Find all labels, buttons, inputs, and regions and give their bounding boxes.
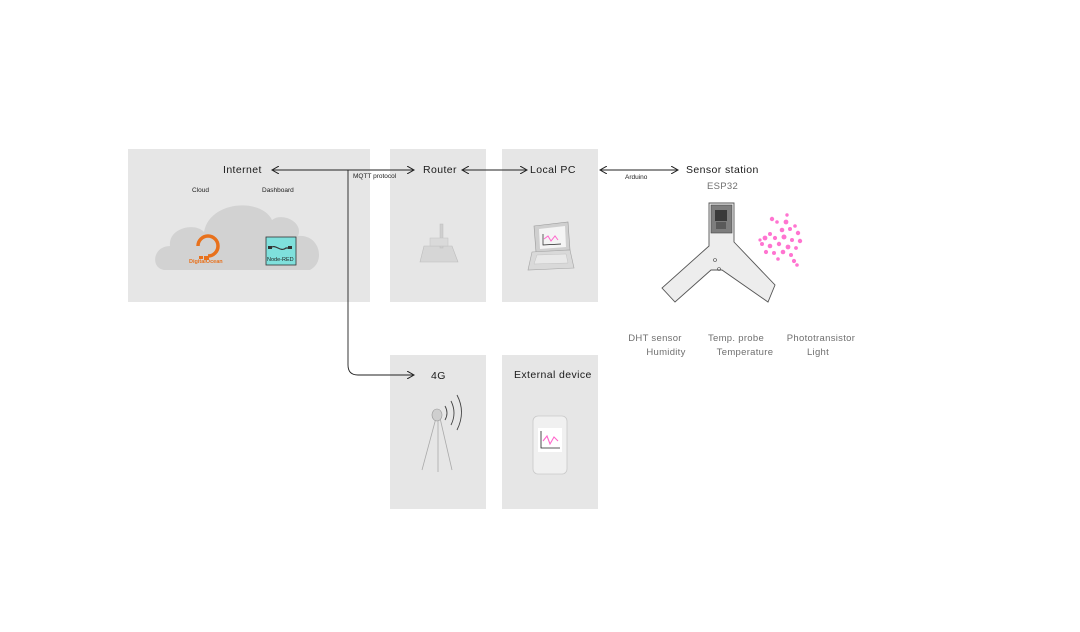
router-icon: [419, 223, 459, 263]
sensor-name-dht: DHT sensor: [628, 333, 682, 344]
mqtt-label: MQTT protocol: [353, 173, 397, 180]
cloud-label: Cloud: [192, 187, 209, 194]
sensor-station-title: Sensor station: [686, 164, 759, 176]
laptop-icon: [527, 221, 575, 271]
router-panel: [390, 149, 486, 302]
internet-title: Internet: [223, 164, 262, 176]
connection-lines: [272, 170, 678, 375]
light-particles-icon: [758, 213, 803, 267]
external-device-title: External device: [514, 369, 592, 381]
arduino-label: Arduino: [625, 174, 648, 181]
router-title: Router: [423, 164, 457, 176]
esp32-label: ESP32: [707, 181, 739, 192]
digitalocean-logo-icon: [196, 234, 220, 260]
nodered-logo-text: Node-RED: [267, 257, 294, 263]
sensor-name-phototransistor: Phototransistor: [786, 333, 856, 344]
dashboard-label: Dashboard: [262, 187, 294, 194]
nodered-logo-icon: [265, 236, 297, 266]
sensor-measure-light: Light: [806, 347, 830, 358]
sensor-measure-temperature: Temperature: [716, 347, 774, 358]
sensor-name-temp-probe: Temp. probe: [707, 333, 765, 344]
sensor-measure-humidity: Humidity: [646, 347, 686, 358]
local-pc-title: Local PC: [530, 164, 576, 176]
mqtt-4g-arrow: [347, 170, 414, 375]
4g-tower-icon: [421, 394, 462, 472]
digitalocean-logo-text: DigitalOcean: [189, 259, 223, 265]
sensor-station-icon: [661, 202, 776, 303]
4g-title: 4G: [431, 370, 446, 382]
phone-icon: [532, 415, 568, 475]
